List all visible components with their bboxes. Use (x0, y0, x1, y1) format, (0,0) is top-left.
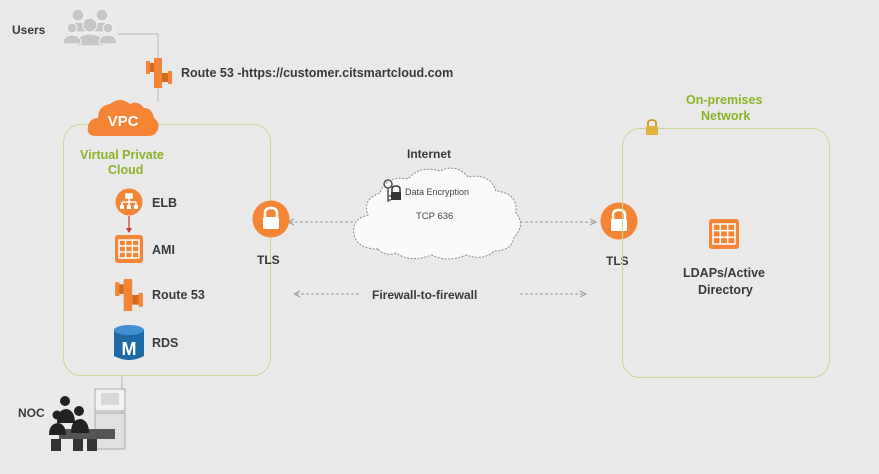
route53-vpc-icon (115, 279, 143, 311)
svg-text:M: M (122, 339, 137, 359)
tcp-port-label: TCP 636 (416, 211, 454, 222)
lock-icon (252, 200, 290, 238)
internet-cloud (348, 163, 526, 263)
elb-icon (115, 188, 143, 216)
rds-label: RDS (152, 336, 179, 350)
key-lock-icon (382, 178, 402, 204)
onprem-title-line2: Network (701, 109, 751, 123)
vpc-title-line2: Cloud (108, 163, 144, 177)
firewall-label: Firewall-to-firewall (372, 288, 478, 302)
users-icon (62, 6, 118, 48)
route53-url-label: Route 53 -https://customer.citsmartcloud… (181, 66, 454, 80)
onprem-lock-icon (643, 118, 661, 136)
tls-right-label: TLS (606, 254, 629, 268)
users-label: Users (12, 23, 46, 37)
noc-label: NOC (18, 406, 45, 420)
vpc-container (63, 124, 271, 376)
internet-title: Internet (407, 147, 452, 161)
vpc-badge-label: VPC (107, 113, 139, 130)
vpc-title-line1: Virtual Private (80, 148, 164, 162)
onprem-title-line1: On-premises (686, 93, 763, 107)
ami-label: AMI (152, 243, 175, 257)
tls-left-label: TLS (257, 253, 280, 267)
data-encryption-label: Data Encryption (405, 187, 470, 197)
elb-label: ELB (152, 196, 177, 210)
lock-icon (600, 202, 638, 240)
server-icon (709, 219, 739, 249)
ldaps-label-line2: Directory (698, 283, 753, 297)
onprem-container (622, 128, 830, 378)
route53-icon (146, 58, 172, 88)
vpc-cloud-badge: VPC (86, 96, 160, 140)
route53-vpc-label: Route 53 (152, 288, 205, 302)
users-link (118, 33, 159, 60)
ami-icon (115, 235, 143, 263)
noc-operators-icon (45, 383, 127, 455)
ldaps-label-line1: LDAPs/Active (683, 266, 765, 280)
rds-icon: M (113, 324, 145, 362)
